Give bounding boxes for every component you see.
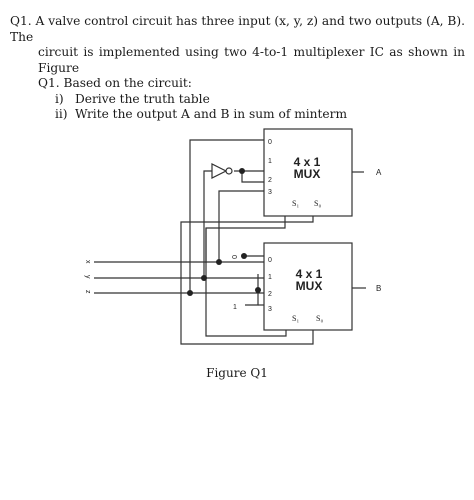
junction-dot xyxy=(241,253,247,259)
mux-top-input-3: 3 xyxy=(268,189,272,196)
question-line-2: circuit is implemented using two 4-to-1 … xyxy=(38,45,465,75)
mux-bottom-subtitle: MUX xyxy=(296,279,323,293)
junction-dot xyxy=(216,259,222,265)
mux-top-input-0: 0 xyxy=(268,139,272,146)
wire-top-i0 xyxy=(189,139,264,294)
mux-bottom-input-1: 1 xyxy=(268,274,272,281)
mux-bottom-title: 4 x 1 xyxy=(296,267,323,281)
mux-bottom-input-2: 2 xyxy=(268,291,272,298)
question-line-1: Q1. A valve control circuit has three in… xyxy=(10,14,465,44)
constant-zero-label: 0 xyxy=(230,255,237,259)
select-s0-bottom xyxy=(180,278,314,345)
mux-top-input-2: 2 xyxy=(268,177,272,184)
output-a-label: A xyxy=(376,168,382,177)
sub-question-1-number: i) xyxy=(55,91,64,106)
constant-one-label: 1 xyxy=(233,304,237,311)
mux-top-s1-label: S₁ xyxy=(292,199,299,208)
mux-bottom-input-3: 3 xyxy=(268,306,272,313)
sub-question-1-text: Derive the truth table xyxy=(75,91,210,106)
sub-question-2-text: Write the output A and B in sum of minte… xyxy=(75,107,347,121)
mux-bottom-input-0: 0 xyxy=(268,257,272,264)
input-x-label: x xyxy=(84,260,91,264)
inverter-bubble-icon xyxy=(225,167,233,175)
mux-bottom-box xyxy=(263,242,353,331)
sub-question-2: ii) Write the output A and B in sum of mi… xyxy=(10,107,465,123)
wire-top-i3 xyxy=(218,190,264,262)
select-s1-bottom xyxy=(205,236,287,337)
inverter-icon xyxy=(211,163,228,179)
mux-bottom-s1-label: S₁ xyxy=(292,314,299,323)
sub-question-2-number: ii) xyxy=(55,107,68,121)
mux-bottom-s0-label: S₀ xyxy=(316,314,323,323)
junction-dot xyxy=(187,290,193,296)
mux-top-s0-label: S₀ xyxy=(314,199,321,208)
wire-to-inverter xyxy=(203,170,212,278)
select-s0-top xyxy=(180,216,314,278)
figure-caption: Figure Q1 xyxy=(206,366,268,380)
mux-top-title: 4 x 1 xyxy=(294,155,321,169)
mux-top-input-1: 1 xyxy=(268,158,272,165)
question-line-3: Q1. Based on the circuit: xyxy=(38,76,192,90)
mux-top-subtitle: MUX xyxy=(294,167,321,181)
input-z-label: z xyxy=(84,290,91,294)
wire-top-i2 xyxy=(241,171,264,183)
question-text: Q1. A valve control circuit has three in… xyxy=(10,14,465,123)
output-b-label: B xyxy=(376,284,381,293)
sub-question-1: i) Derive the truth table xyxy=(10,92,465,108)
input-y-label: y xyxy=(84,275,91,279)
junction-dot xyxy=(255,287,261,293)
junction-dot xyxy=(239,168,245,174)
junction-dot xyxy=(201,275,207,281)
